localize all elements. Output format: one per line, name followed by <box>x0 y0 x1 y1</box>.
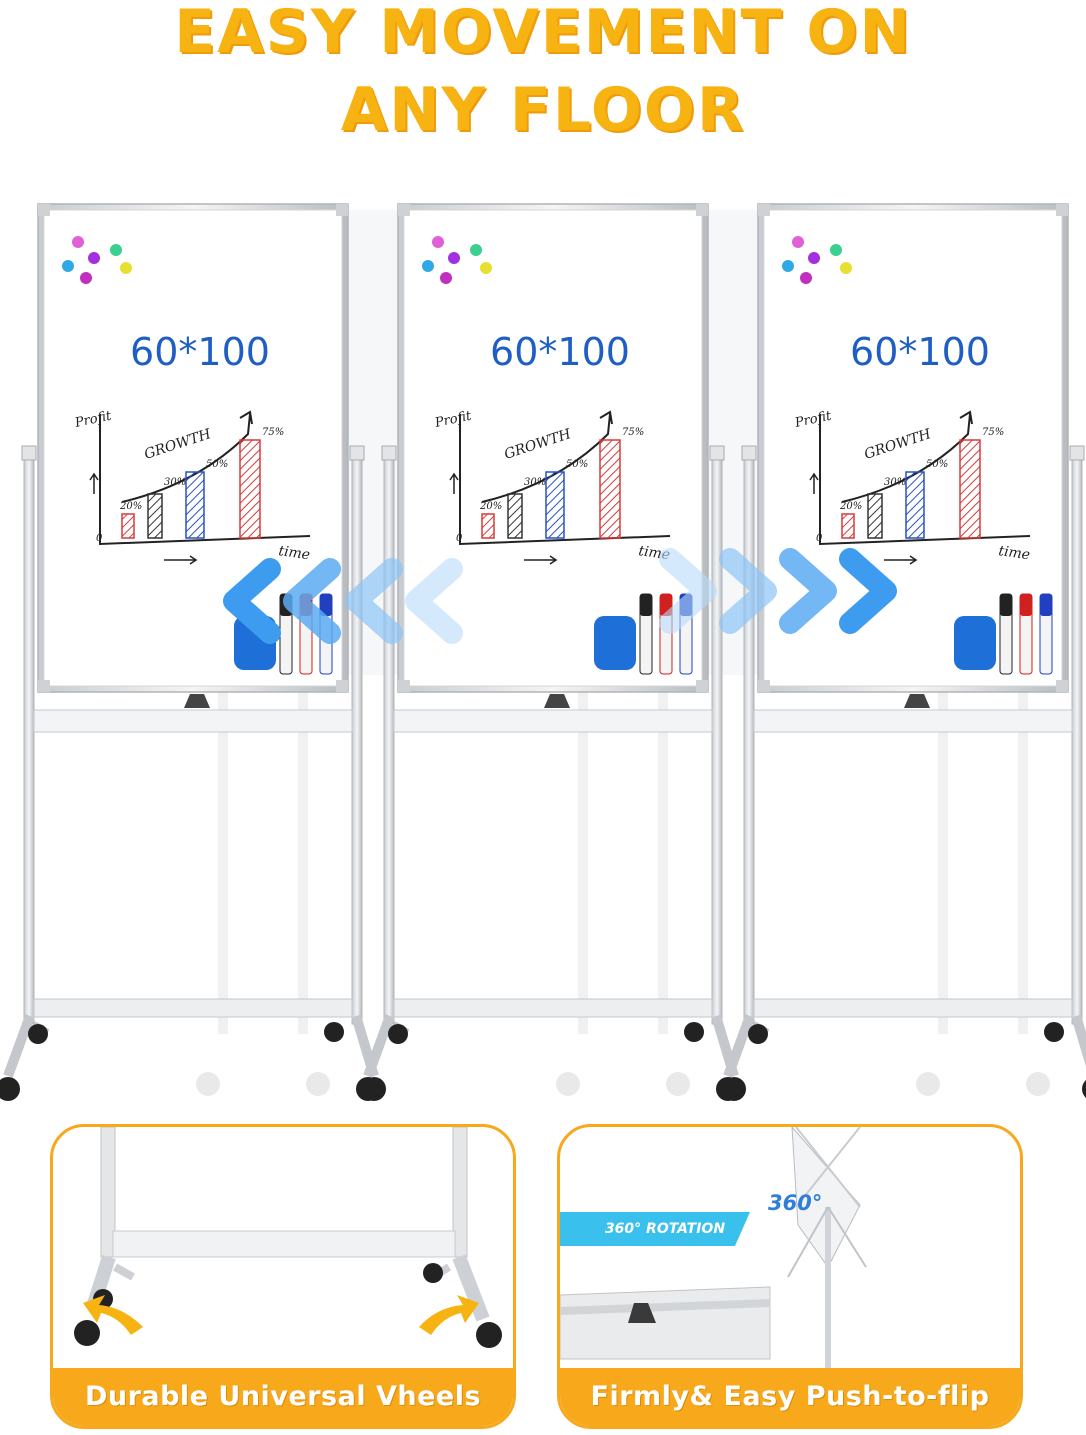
board-1-size-label: 60*100 <box>130 330 270 374</box>
bar-label-50: 50% <box>566 459 588 470</box>
rotate-arrow-left-icon <box>83 1295 143 1335</box>
flip-feature-panel: 360° ROTATION 360° Firmly& Easy Push-to-… <box>557 1124 1023 1429</box>
flip-caption: Firmly& Easy Push-to-flip Design <box>560 1368 1020 1426</box>
bar-label-20: 20% <box>479 501 502 512</box>
bar-label-30: 30% <box>524 477 546 488</box>
bar-label-75: 75% <box>262 427 284 438</box>
bar-label-30: 30% <box>884 477 906 488</box>
move-right-arrows-icon <box>659 548 897 634</box>
board-2-size-label: 60*100 <box>490 330 630 374</box>
bar-label-75: 75% <box>622 427 644 438</box>
chart-origin-label: 0 <box>96 533 103 544</box>
caster-closeup-illustration <box>74 1127 502 1348</box>
chart-x-label: time <box>277 543 311 563</box>
headline-line-1: EASY MOVEMENT ON <box>174 0 912 67</box>
chart-origin-label: 0 <box>456 533 463 544</box>
headline-line-2: ANY FLOOR <box>340 75 746 145</box>
bar-label-30: 30% <box>164 477 186 488</box>
bar-label-20: 20% <box>119 501 142 512</box>
board-1-chart-labels: Profit GROWTH time 0 20% 30% 50% 75% <box>73 408 311 563</box>
flip-mechanism-illustration <box>560 1127 867 1377</box>
wheels-caption: Durable Universal Vheels <box>53 1368 513 1426</box>
chart-x-label: time <box>997 543 1031 563</box>
whiteboard-scene: 60*100 60*100 60*100 Profit GROWTH time … <box>0 195 1086 1105</box>
rotation-degrees-label: 360° <box>768 1191 823 1215</box>
rotation-banner: 360° ROTATION <box>604 1221 726 1237</box>
rotate-arrow-right-icon <box>419 1295 479 1335</box>
chart-origin-label: 0 <box>816 533 823 544</box>
wheels-feature-panel: Durable Universal Vheels <box>50 1124 516 1429</box>
bar-label-20: 20% <box>839 501 862 512</box>
move-left-arrows-icon <box>223 558 463 644</box>
bar-label-75: 75% <box>982 427 1004 438</box>
bar-label-50: 50% <box>926 459 948 470</box>
board-3-size-label: 60*100 <box>850 330 990 374</box>
pivot-knob-icon <box>628 1303 656 1323</box>
bar-label-50: 50% <box>206 459 228 470</box>
